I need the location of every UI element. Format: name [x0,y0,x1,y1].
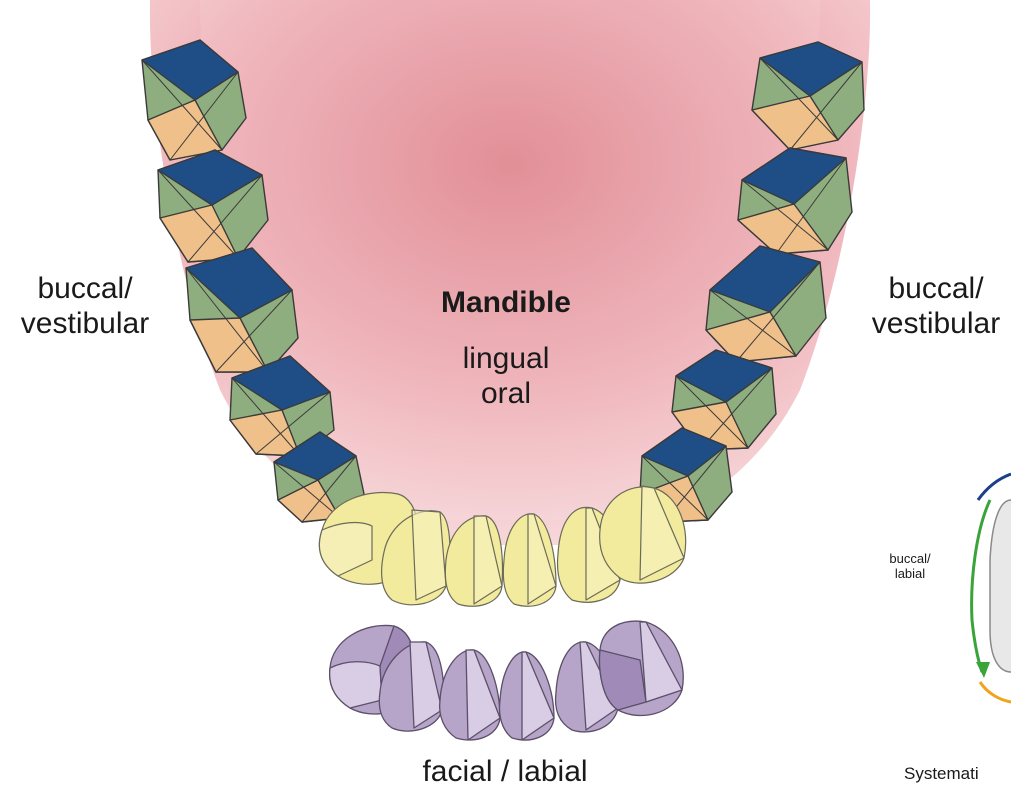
anterior-teeth-purple [330,621,684,740]
inset-label-line-2: labial [870,567,950,582]
inset-orange-arc [980,682,1011,702]
inset-green-arrow [972,500,990,672]
buccal-left-line-2: vestibular [10,307,160,342]
yellow-canine-right [600,486,686,583]
oral-text: oral [426,377,586,412]
buccal-label-right: buccal/ vestibular [862,272,1010,341]
purple-central-left [440,650,500,740]
inset-label-line-1: buccal/ [870,552,950,567]
buccal-label-left: buccal/ vestibular [10,272,160,341]
lingual-oral-label: lingual oral [426,342,586,411]
inset-caption: Systemati [904,764,1011,784]
lingual-text: lingual [426,342,586,377]
inset-surface-diagram [972,474,1011,702]
facial-labial-label: facial / labial [380,755,630,790]
purple-central-right [500,652,555,740]
buccal-left-line-1: buccal/ [10,272,160,307]
inset-tooth-outline [990,500,1011,672]
inset-arrowhead [976,662,990,678]
buccal-right-line-1: buccal/ [862,272,1010,307]
inset-buccal-labial-label: buccal/ labial [870,552,950,582]
mandible-title: Mandible [406,286,606,321]
purple-canine-right [600,621,684,715]
buccal-right-line-2: vestibular [862,307,1010,342]
inset-blue-arc [978,474,1011,500]
